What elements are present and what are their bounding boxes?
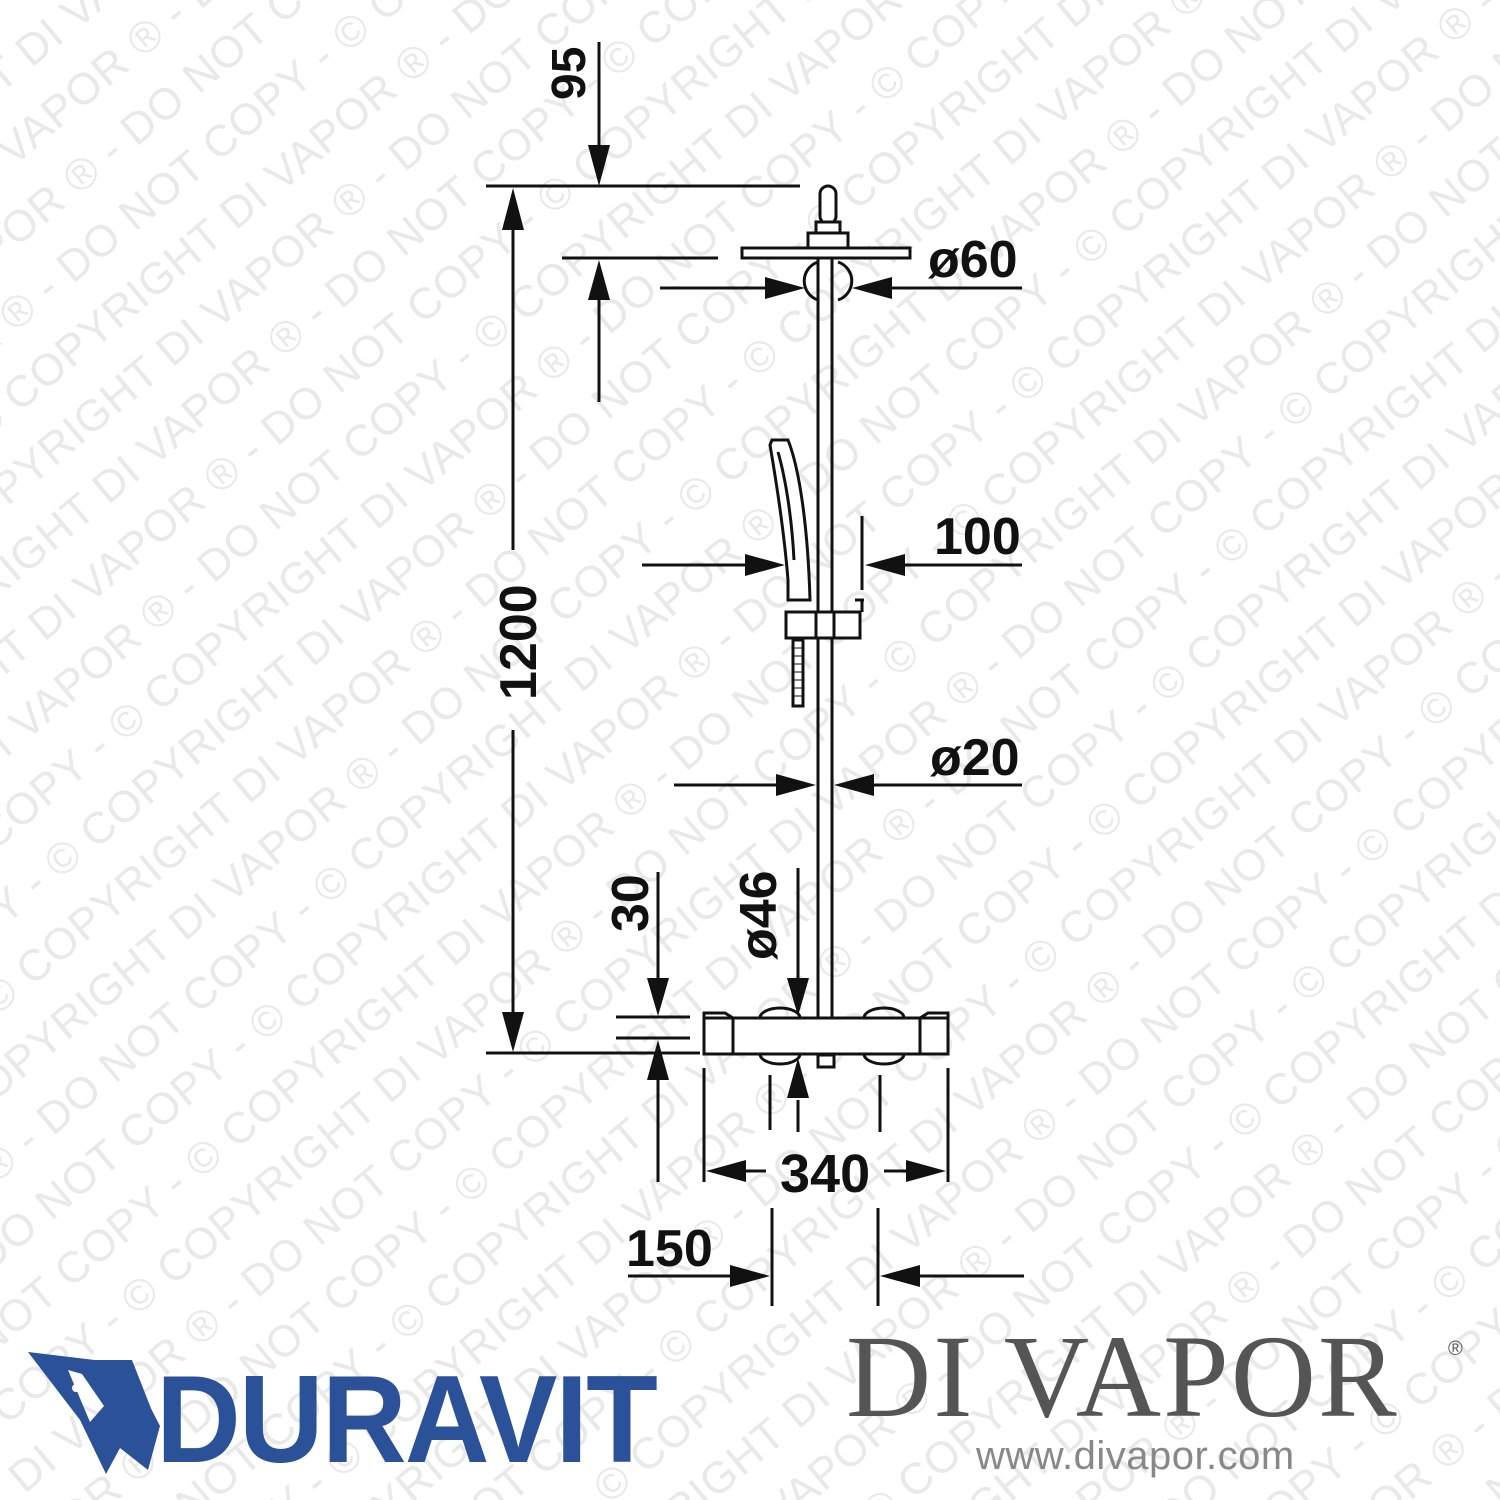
dim-label-inlet-centres: 150 [626, 1220, 713, 1278]
dim-label-mixer-offset: 30 [602, 874, 660, 932]
dim-label-head-diameter: ø60 [928, 231, 1018, 289]
arrow-right-icon [906, 1160, 946, 1182]
arrow-left-icon [880, 1265, 920, 1287]
arrow-up-icon [502, 188, 524, 230]
arrow-left-icon [706, 1160, 746, 1182]
arrow-up-icon [787, 1058, 809, 1098]
arrow-left-icon [865, 554, 905, 576]
dim-label-mixer-diameter: ø46 [730, 870, 788, 960]
arrow-down-icon [502, 1012, 524, 1052]
arrow-down-icon [647, 978, 669, 1016]
arrow-right-icon [765, 277, 805, 299]
arrow-down-icon [787, 978, 809, 1016]
duravit-wordmark: DURAVIT [156, 1351, 657, 1480]
arrow-down-icon [588, 145, 610, 186]
dim-label-top-offset: 95 [543, 47, 596, 100]
arrow-up-icon [647, 1040, 669, 1080]
arrow-up-icon [588, 260, 610, 300]
divapor-url: www.divapor.com [976, 1434, 1295, 1478]
dim-label-hand-shower-depth: 100 [934, 508, 1021, 566]
divapor-wordmark: DI VAPOR [846, 1311, 1399, 1442]
arrow-right-icon [776, 774, 816, 796]
arrow-right-icon [745, 554, 785, 576]
thermostatic-mixer [702, 1016, 950, 1056]
duravit-logo: DURAVIT [28, 1351, 659, 1480]
dim-label-rail-diameter: ø20 [930, 729, 1020, 787]
dim-label-overall-height: 1200 [490, 584, 548, 700]
arrow-left-icon [834, 774, 874, 796]
dim-label-mixer-width: 340 [780, 1144, 870, 1204]
arrow-left-icon [852, 277, 892, 299]
registered-mark: ® [1448, 1338, 1463, 1360]
duravit-bird-icon [28, 1352, 160, 1474]
arrow-right-icon [730, 1265, 770, 1287]
